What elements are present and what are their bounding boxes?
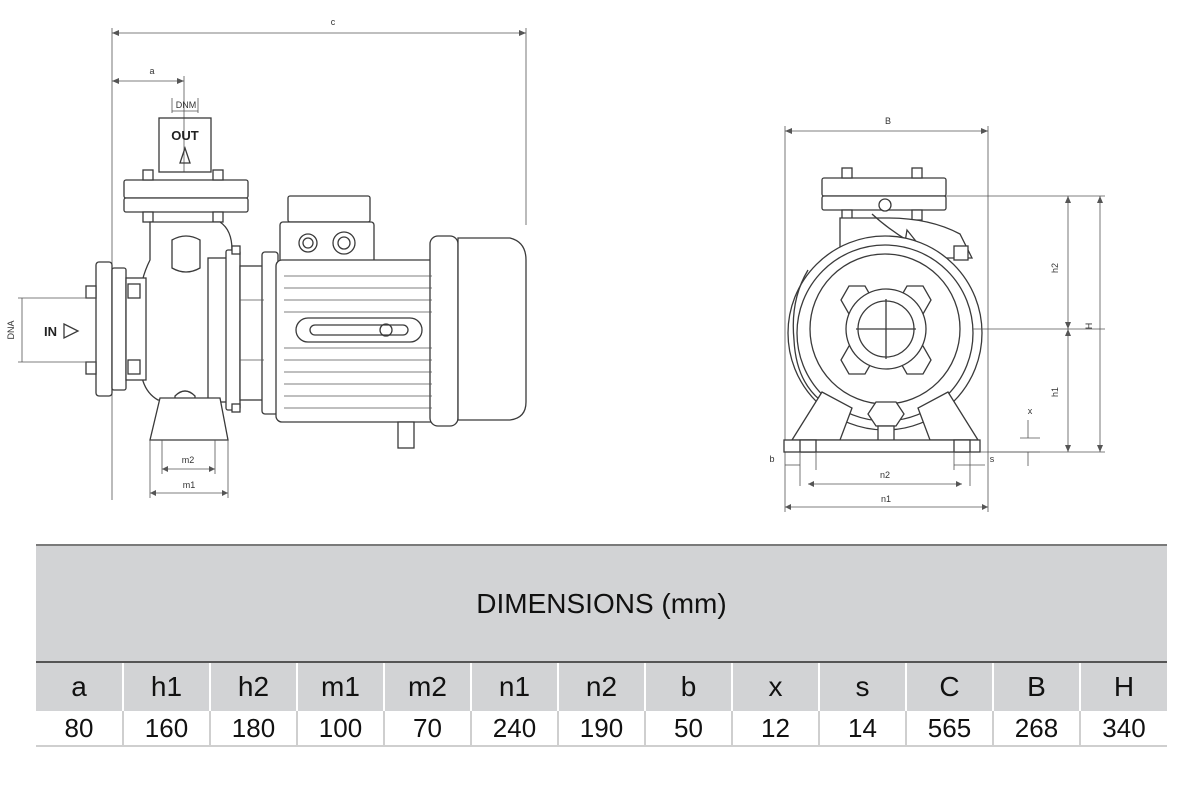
header-m2: m2 (383, 661, 471, 711)
dimension-heights: h2 h1 H (946, 195, 1105, 453)
inlet-label: IN (44, 324, 57, 339)
table-row: 80 160 180 100 70 240 190 50 12 14 565 2… (36, 711, 1167, 747)
value-x: 12 (731, 711, 819, 747)
dim-label-h1: h1 (1050, 387, 1060, 397)
dim-label-c: c (331, 17, 336, 27)
table-header-row: a h1 h2 m1 m2 n1 n2 b x s C B H (36, 661, 1167, 711)
header-m1: m1 (296, 661, 384, 711)
value-m2: 70 (383, 711, 471, 747)
dim-label-b-slot: b (769, 454, 774, 464)
dim-label-h2: h2 (1050, 263, 1060, 273)
dimensions-table: DIMENSIONS (mm) a h1 h2 m1 m2 n1 n2 b x … (36, 544, 1167, 747)
outlet-label: OUT (171, 128, 199, 143)
dim-label-a: a (149, 66, 154, 76)
motor (275, 195, 527, 449)
header-h1: h1 (122, 661, 210, 711)
value-a: 80 (36, 711, 123, 747)
dimension-a: a (112, 66, 185, 172)
dimension-n1: n1 (785, 494, 988, 510)
value-h2: 180 (209, 711, 297, 747)
dim-label-dna: DNA (6, 320, 16, 339)
header-h2: h2 (209, 661, 297, 711)
header-a: a (36, 661, 123, 711)
dim-label-s: s (990, 454, 995, 464)
dim-label-x: x (1028, 406, 1033, 416)
value-c: 565 (905, 711, 993, 747)
header-s: s (818, 661, 906, 711)
dim-label-n1: n1 (881, 494, 891, 504)
dim-label-dnm: DNM (176, 100, 197, 110)
value-m1: 100 (296, 711, 384, 747)
value-n2: 190 (557, 711, 645, 747)
dimension-dnm: DNM (171, 98, 199, 113)
dim-label-m2: m2 (182, 455, 195, 465)
value-b: 50 (644, 711, 732, 747)
inlet-arrow-icon (63, 322, 80, 340)
header-c: C (905, 661, 993, 711)
dimension-m1: m1 (150, 480, 228, 496)
dimension-m2: m2 (162, 455, 215, 472)
value-h1: 160 (122, 711, 210, 747)
dim-label-h: H (1084, 323, 1094, 330)
dimension-dna: DNA (6, 297, 96, 363)
header-x: x (731, 661, 819, 711)
table-title: DIMENSIONS (mm) (36, 544, 1167, 662)
dim-label-m1: m1 (183, 480, 196, 490)
dimension-b-slot: b (769, 454, 800, 466)
value-s: 14 (818, 711, 906, 747)
pump-front-view: B (769, 116, 1105, 512)
dim-label-b-width: B (885, 116, 891, 126)
technical-drawings: c a DNM OUT (6, 17, 1105, 512)
header-n2: n2 (557, 661, 645, 711)
header-h: H (1079, 661, 1167, 711)
value-b-upper: 268 (992, 711, 1080, 747)
outlet-arrow-icon (179, 145, 191, 164)
dim-label-n2: n2 (880, 470, 890, 480)
header-n1: n1 (470, 661, 558, 711)
header-b: b (644, 661, 732, 711)
pump-side-view: c a DNM OUT (6, 17, 527, 500)
value-h: 340 (1079, 711, 1167, 747)
header-b-upper: B (992, 661, 1080, 711)
value-n1: 240 (470, 711, 558, 747)
dimension-n2: n2 (808, 470, 962, 487)
dimension-x: x (990, 406, 1040, 466)
dimension-s: s (954, 454, 995, 466)
